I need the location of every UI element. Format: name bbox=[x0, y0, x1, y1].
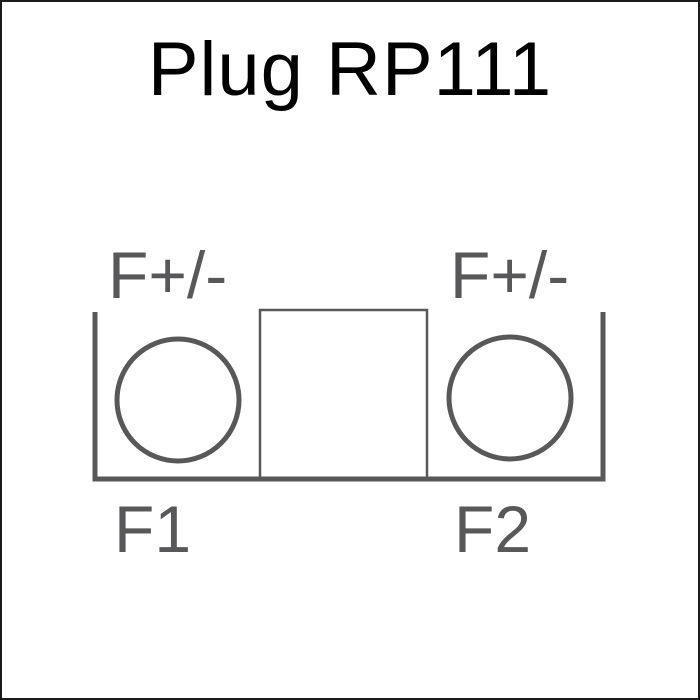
left-pin-polarity-label: F+/- bbox=[108, 238, 228, 312]
right-pin-circle bbox=[446, 334, 574, 462]
diagram-title: Plug RP111 bbox=[147, 27, 553, 112]
left-pin-name-label: F1 bbox=[114, 492, 192, 566]
right-pin-polarity-label: F+/- bbox=[450, 238, 570, 312]
left-pin-circle bbox=[114, 336, 242, 464]
center-key-outline bbox=[258, 308, 429, 481]
right-pin-name-label: F2 bbox=[454, 492, 532, 566]
